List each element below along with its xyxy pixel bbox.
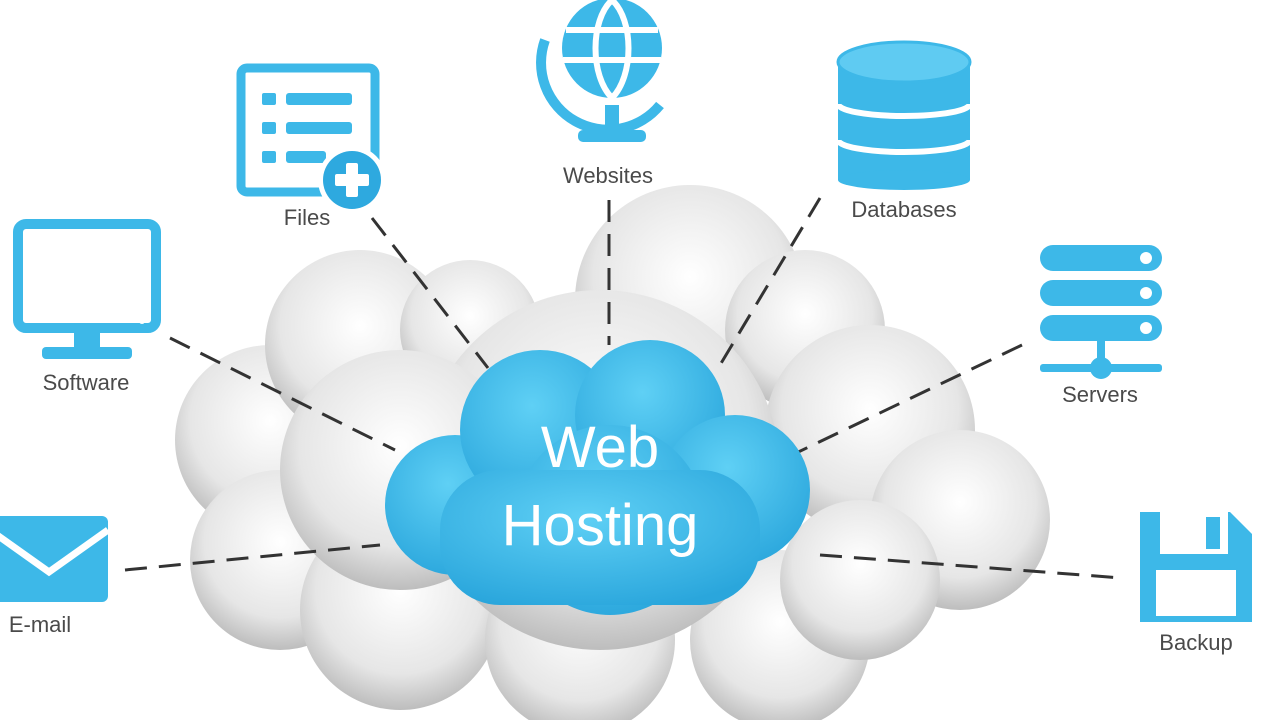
- websites-label: Websites: [563, 163, 653, 188]
- backup-label: Backup: [1159, 630, 1232, 655]
- monitor-icon: [13, 219, 161, 359]
- servers-node: Servers: [1040, 245, 1162, 407]
- database-icon: [835, 40, 973, 190]
- websites-node: Websites: [536, 0, 664, 188]
- envelope-icon: [0, 516, 111, 602]
- files-node: Files: [236, 63, 386, 230]
- email-node: E-mail: [0, 516, 111, 637]
- connectors: [124, 197, 1123, 580]
- backup-node: Backup: [1140, 512, 1252, 655]
- center-line1: Web: [541, 415, 659, 480]
- email-label: E-mail: [9, 612, 71, 637]
- software-label: Software: [43, 370, 130, 395]
- connector-email: [124, 543, 381, 572]
- files-plus-icon: [236, 63, 386, 214]
- servers-label: Servers: [1062, 382, 1138, 407]
- center-line2: Hosting: [502, 493, 699, 558]
- files-label: Files: [284, 205, 330, 230]
- floppy-disk-icon: [1140, 512, 1252, 622]
- globe-icon: [536, 0, 664, 142]
- web-hosting-cloud: Web Hosting: [385, 340, 810, 615]
- databases-node: Databases: [835, 40, 973, 222]
- connector-servers: [791, 343, 1023, 457]
- connector-software: [169, 336, 396, 452]
- databases-label: Databases: [851, 197, 956, 222]
- server-icon: [1040, 245, 1162, 379]
- software-node: Software: [13, 219, 161, 395]
- connector-backup: [819, 553, 1123, 580]
